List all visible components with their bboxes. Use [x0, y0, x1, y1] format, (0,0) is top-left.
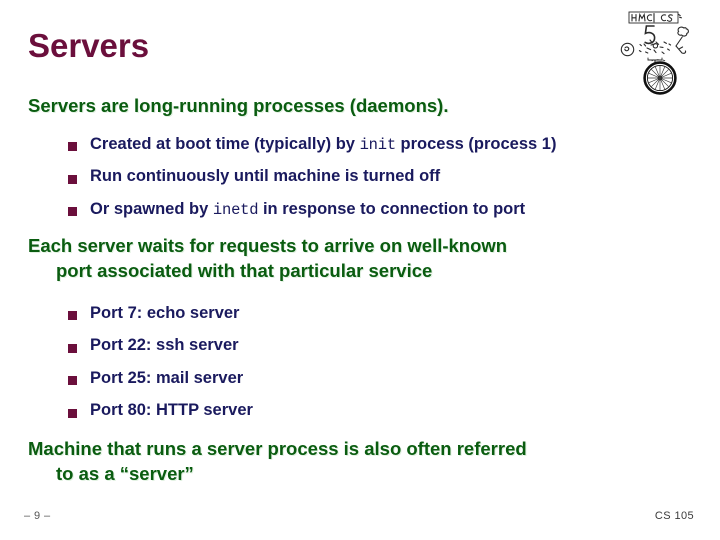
inline-code-init: init [359, 135, 397, 154]
square-bullet-icon [68, 343, 77, 353]
hmc-cs-5-wheel-logo [610, 4, 710, 99]
slide-number: – 9 – [24, 510, 51, 522]
list-item-text: Port 25: mail server [90, 368, 244, 387]
square-bullet-icon [68, 311, 77, 321]
list-item: Port 22: ssh server [0, 335, 720, 356]
slide-body: Servers are long-running processes (daem… [0, 94, 720, 493]
list-item-text-pre: Run continuously until machine is turned… [90, 167, 441, 186]
list-item: Port 25: mail server [0, 368, 720, 389]
level1-paragraph-machine-as-server: Machine that runs a server process is al… [0, 437, 720, 487]
paragraph-line-2: port associated with that particular ser… [56, 259, 433, 281]
square-bullet-icon [68, 408, 77, 418]
paragraph-line-1: Each server waits for requests to arrive… [28, 235, 508, 257]
list-item: Port 7: echo server [0, 303, 720, 324]
list-item-text-post: process (process 1) [395, 134, 557, 153]
level2-list-daemon-facts: Created at boot time (typically) by init… [0, 134, 720, 220]
list-item: Or spawned by inetd in response to conne… [0, 199, 720, 220]
list-item-text: Port 80: HTTP server [90, 400, 253, 419]
inline-code-inetd: inetd [212, 200, 259, 219]
level1-paragraph-servers-daemons: Servers are long-running processes (daem… [28, 95, 449, 116]
list-item-text: Port 7: echo server [90, 303, 240, 322]
page-title: Servers [28, 27, 150, 64]
level2-list-ports: Port 7: echo server Port 22: ssh server … [0, 303, 720, 422]
square-bullet-icon [68, 174, 77, 184]
list-item: Created at boot time (typically) by init… [0, 134, 720, 155]
square-bullet-icon [68, 376, 77, 386]
list-item-text-pre: Or spawned by [90, 199, 213, 218]
paragraph-line-2: to as a “server” [56, 463, 194, 485]
list-item-text: Port 22: ssh server [90, 336, 239, 355]
list-item-text-post: in response to connection to port [258, 199, 526, 218]
list-item: Run continuously until machine is turned… [0, 166, 720, 187]
paragraph-line-1: Machine that runs a server process is al… [28, 438, 527, 460]
square-bullet-icon [68, 142, 77, 152]
list-item-text-pre: Created at boot time (typically) by [90, 134, 360, 153]
course-label: CS 105 [654, 510, 694, 522]
level1-paragraph-well-known-port: Each server waits for requests to arrive… [0, 234, 720, 284]
square-bullet-icon [68, 207, 77, 217]
list-item: Port 80: HTTP server [0, 400, 720, 421]
